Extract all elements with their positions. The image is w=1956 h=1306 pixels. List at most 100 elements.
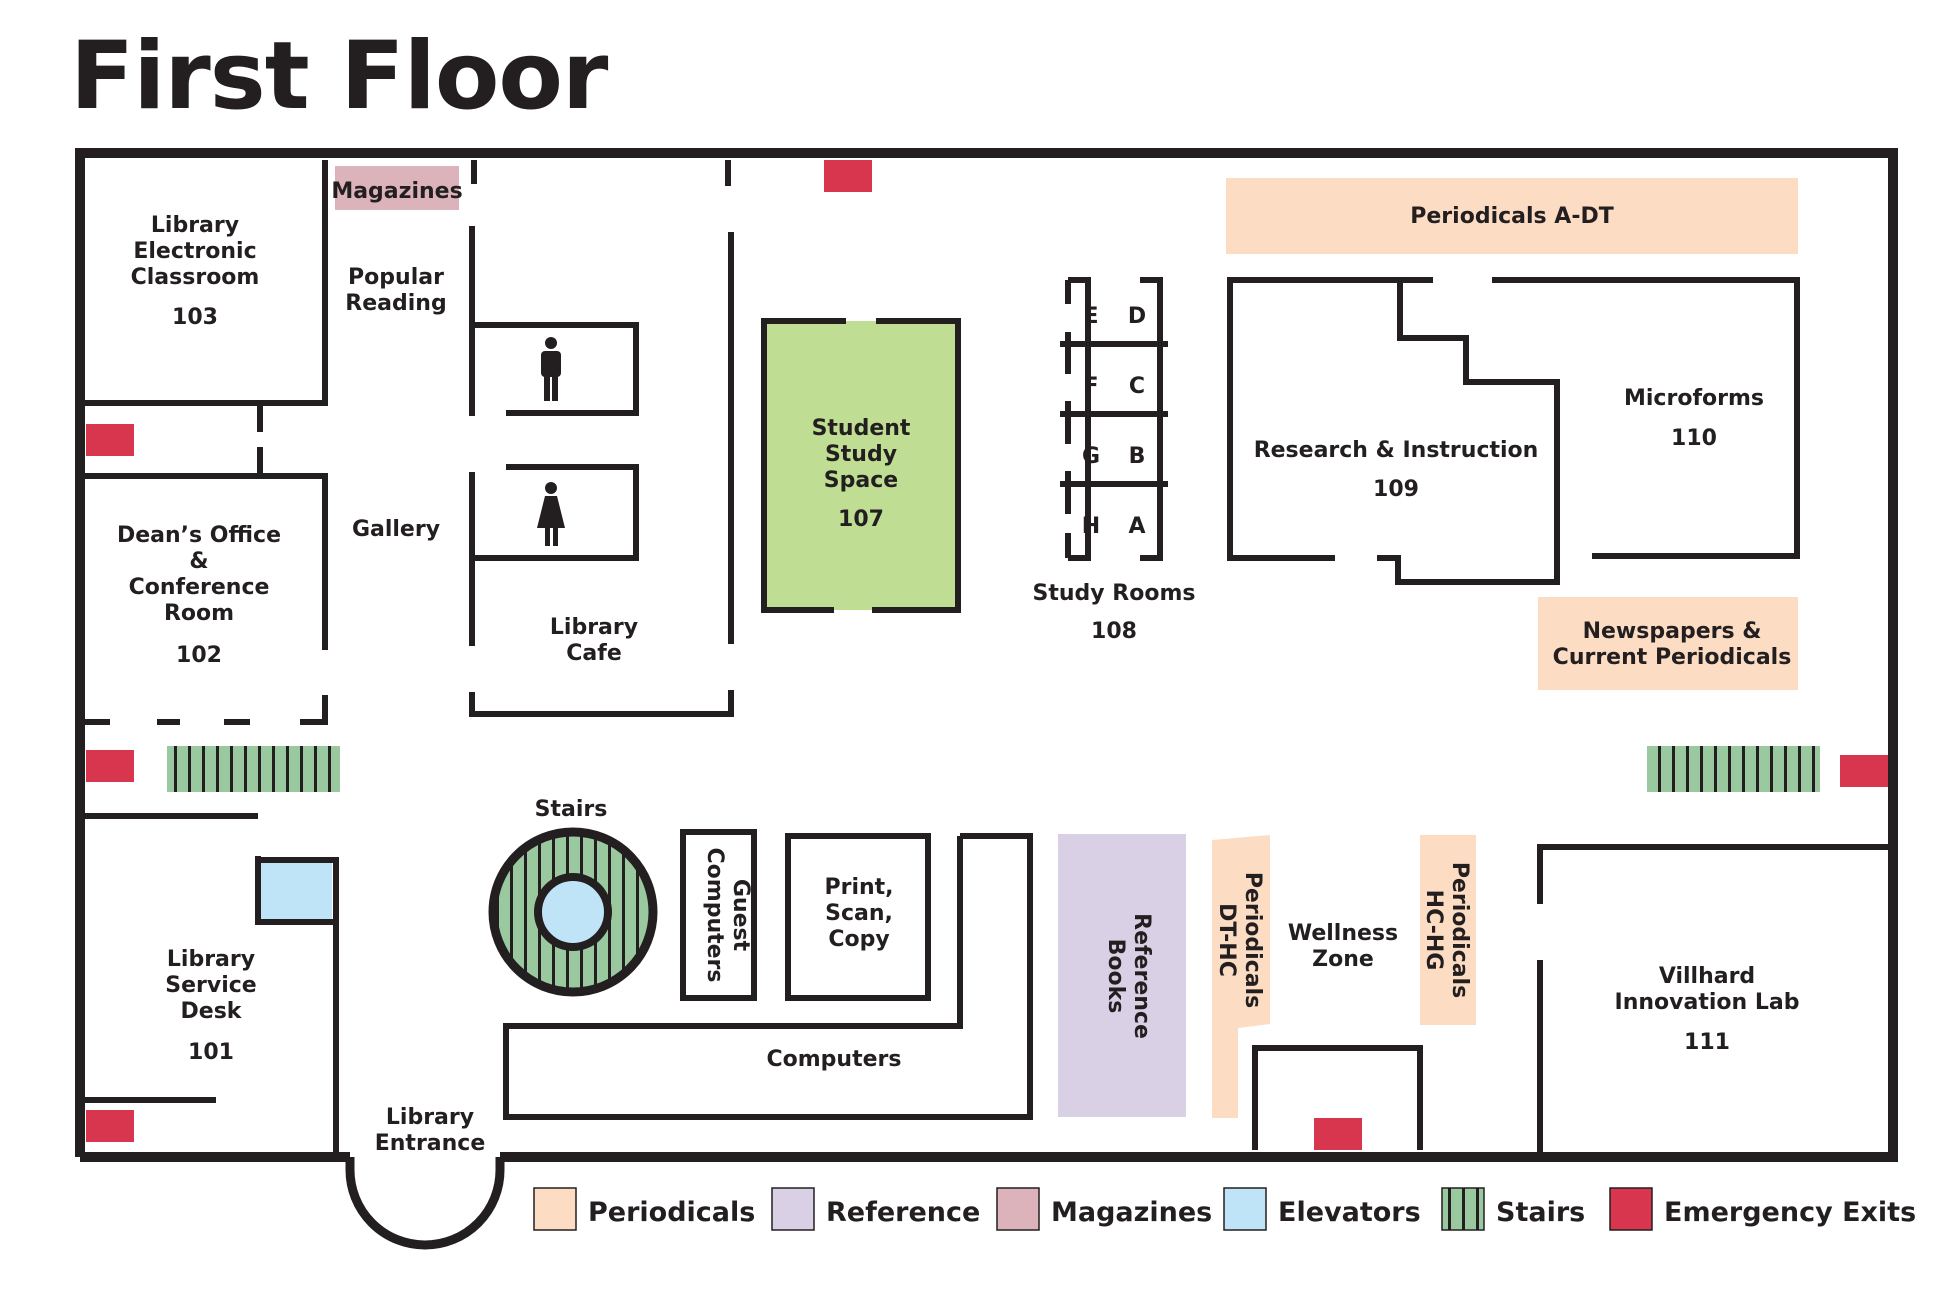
legend-label-stairs: Stairs	[1496, 1197, 1585, 1228]
microforms-label: Microforms	[1624, 386, 1764, 411]
print-scan-label-2: Scan,	[825, 901, 893, 926]
emergency-exit-bottom	[1314, 1118, 1362, 1150]
emergency-exit-west-1	[86, 424, 134, 456]
guest-computers-label-2: Computers	[702, 848, 727, 983]
legend-item-exits: Emergency Exits	[1609, 1187, 1916, 1231]
legend-item-elevators: Elevators	[1223, 1187, 1421, 1231]
legend-label-elevators: Elevators	[1278, 1197, 1421, 1228]
research-label: Research & Instruction	[1254, 438, 1539, 463]
magazines-area	[335, 166, 459, 210]
outer-walls	[75, 148, 1898, 1250]
newspapers-area	[1538, 597, 1798, 690]
deans-office-label-3: Conference	[129, 575, 270, 600]
popular-reading-label-1: Popular	[348, 265, 444, 290]
innovation-lab-label-1: Villhard	[1659, 964, 1755, 989]
innovation-lab-number: 111	[1684, 1030, 1730, 1055]
deans-office-number: 102	[176, 643, 222, 668]
student-study-label-1: Student	[812, 416, 911, 441]
legend-swatch-stairs	[1441, 1187, 1485, 1231]
gallery-label: Gallery	[352, 517, 440, 542]
legend-swatch-reference	[771, 1187, 815, 1231]
stairs-right	[1647, 746, 1820, 792]
student-study-number: 107	[838, 507, 884, 532]
cafe-label-1: Library	[550, 615, 638, 640]
classroom-label-2: Electronic	[133, 239, 256, 264]
newspapers-label-1: Newspapers &	[1583, 619, 1762, 644]
study-room-e: E	[1083, 304, 1098, 329]
reference-books-label-2: Books	[1103, 939, 1128, 1014]
periodicals-dt-hc-label-1: Periodicals	[1240, 872, 1265, 1008]
deans-office-label-4: Room	[164, 601, 234, 626]
guest-computers-label-1: Guest	[728, 879, 753, 952]
emergency-exit-top	[824, 160, 872, 192]
legend: Periodicals Reference Magazines Elevator…	[533, 1187, 1916, 1231]
wellness-label-2: Zone	[1312, 947, 1374, 972]
stairs-left	[167, 746, 340, 792]
emergency-exit-west-3	[86, 1110, 134, 1142]
magazines-label: Magazines	[331, 179, 462, 204]
research-number: 109	[1373, 477, 1419, 502]
legend-item-reference: Reference	[771, 1187, 980, 1231]
wellness-label-1: Wellness	[1288, 921, 1398, 946]
student-study-space-area	[764, 321, 958, 610]
deans-office-label-1: Dean’s Office	[117, 523, 281, 548]
legend-label-reference: Reference	[826, 1197, 980, 1228]
classroom-number: 103	[172, 305, 218, 330]
service-desk-number: 101	[188, 1040, 234, 1065]
study-room-a: A	[1128, 514, 1145, 539]
study-room-b: B	[1129, 444, 1146, 469]
legend-label-periodicals: Periodicals	[588, 1197, 755, 1228]
study-room-c: C	[1129, 374, 1145, 399]
study-room-f: F	[1083, 374, 1098, 399]
legend-item-stairs: Stairs	[1441, 1187, 1585, 1231]
emergency-exit-west-2	[86, 750, 134, 782]
emergency-exit-east	[1840, 755, 1888, 787]
interior-walls	[85, 160, 1890, 1152]
student-study-label-3: Space	[824, 468, 898, 493]
spiral-stairs	[488, 827, 658, 997]
study-room-d: D	[1128, 304, 1146, 329]
periodicals-hc-hg-label-2: HC-HG	[1421, 890, 1446, 971]
study-rooms-number: 108	[1091, 619, 1137, 644]
service-desk-label-1: Library	[167, 947, 255, 972]
stairs-label: Stairs	[535, 797, 608, 822]
legend-swatch-elevators	[1223, 1187, 1267, 1231]
classroom-label-1: Library	[151, 213, 239, 238]
periodicals-dt-hc-area	[1212, 835, 1270, 1118]
periodicals-a-dt-area	[1226, 178, 1798, 254]
legend-item-magazines: Magazines	[996, 1187, 1212, 1231]
student-study-label-2: Study	[825, 442, 897, 467]
classroom-label-3: Classroom	[131, 265, 260, 290]
elevator	[260, 860, 332, 920]
deans-office-label-2: &	[189, 549, 208, 574]
service-desk-label-3: Desk	[181, 999, 243, 1024]
legend-label-magazines: Magazines	[1051, 1197, 1212, 1228]
reference-books-label-1: Reference	[1129, 913, 1154, 1039]
periodicals-a-dt-label: Periodicals A-DT	[1410, 204, 1613, 229]
womens-restroom-icon	[537, 482, 565, 546]
study-rooms-label: Study Rooms	[1033, 581, 1196, 606]
entrance-label-2: Entrance	[375, 1131, 486, 1156]
periodicals-dt-hc-label-2: DT-HC	[1214, 903, 1239, 977]
legend-item-periodicals: Periodicals	[533, 1187, 755, 1231]
computers-label: Computers	[767, 1047, 902, 1072]
newspapers-label-2: Current Periodicals	[1553, 645, 1792, 670]
mens-restroom-icon	[541, 337, 561, 401]
periodicals-hc-hg-label-1: Periodicals	[1447, 862, 1472, 998]
periodicals-hc-hg-area	[1420, 835, 1476, 1025]
study-room-g: G	[1082, 444, 1100, 469]
innovation-lab-label-2: Innovation Lab	[1615, 990, 1800, 1015]
study-room-h: H	[1082, 514, 1100, 539]
microforms-number: 110	[1671, 426, 1717, 451]
popular-reading-label-2: Reading	[345, 291, 446, 316]
service-desk-label-2: Service	[165, 973, 256, 998]
legend-swatch-magazines	[996, 1187, 1040, 1231]
reference-books-area	[1058, 834, 1186, 1117]
page-title: First Floor	[70, 22, 608, 131]
print-scan-label-1: Print,	[824, 875, 893, 900]
print-scan-label-3: Copy	[828, 927, 889, 952]
cafe-label-2: Cafe	[566, 641, 621, 666]
legend-swatch-exits	[1609, 1187, 1653, 1231]
legend-label-exits: Emergency Exits	[1664, 1197, 1916, 1228]
